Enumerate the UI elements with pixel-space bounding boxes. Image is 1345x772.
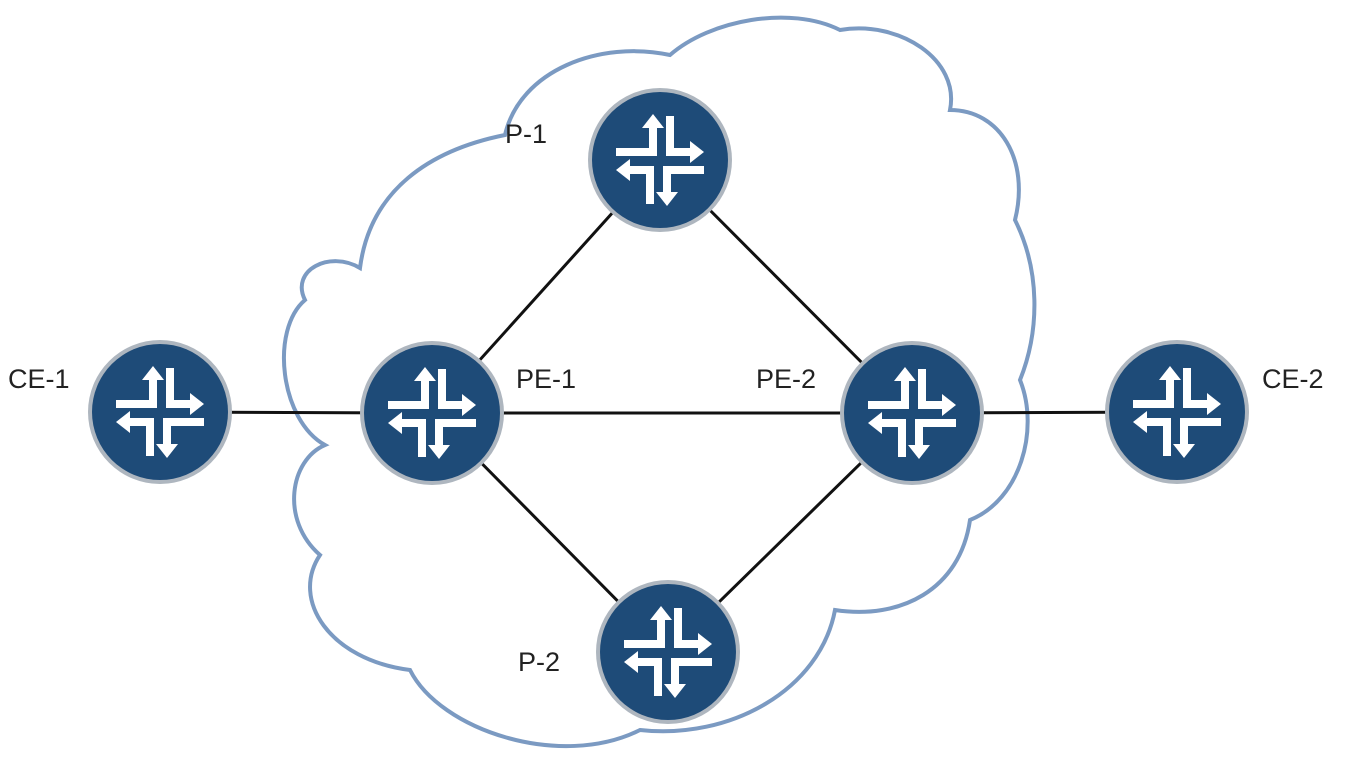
router-icon [88,340,232,484]
node-p1: P-1 [505,88,732,232]
router-icon [588,88,732,232]
node-pe2: PE-2 [756,341,984,485]
node-label-pe2: PE-2 [756,364,816,394]
node-label-ce2: CE-2 [1262,364,1324,394]
node-ce2: CE-2 [1105,340,1324,484]
node-ce1: CE-1 [8,340,232,484]
cloud-outline [282,15,1037,749]
node-label-ce1: CE-1 [8,364,70,394]
node-pe1: PE-1 [360,341,576,485]
node-label-pe1: PE-1 [516,364,576,394]
router-icon [596,580,740,724]
node-label-p1: P-1 [505,119,547,149]
router-icon [360,341,504,485]
router-icon [840,341,984,485]
nodes-layer: CE-1 PE-1 P-1P-2 PE-2 CE-2 [8,88,1324,724]
router-icon [1105,340,1249,484]
node-p2: P-2 [518,580,740,724]
node-label-p2: P-2 [518,647,560,677]
